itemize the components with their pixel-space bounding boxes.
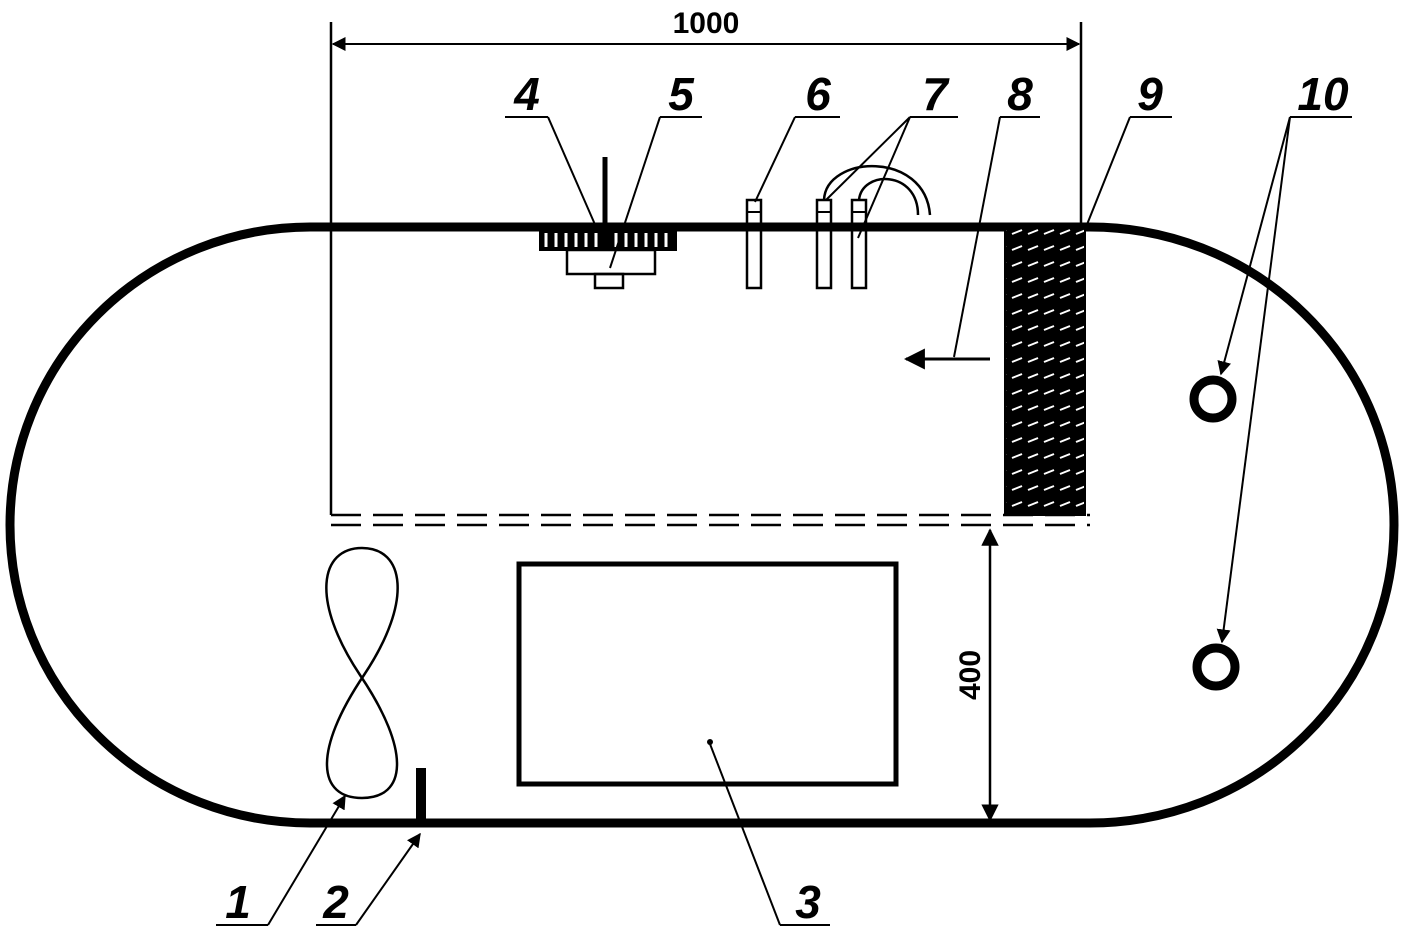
leader-6 <box>754 116 796 203</box>
ring-upper <box>1189 375 1237 423</box>
central-point <box>707 739 713 745</box>
height-dimension-label: 400 <box>954 650 987 700</box>
short-post <box>416 768 426 826</box>
leader-5 <box>609 116 661 269</box>
label-10: 10 <box>1297 68 1349 120</box>
width-dimension-label: 1000 <box>673 7 740 40</box>
leader-9 <box>1085 116 1131 228</box>
leader-3 <box>709 743 781 926</box>
leader-10b <box>1216 116 1291 644</box>
label-3: 3 <box>795 876 821 928</box>
leader-4 <box>547 116 601 237</box>
central-rectangle <box>516 561 899 787</box>
label-7: 7 <box>922 68 950 120</box>
label-1: 1 <box>225 876 251 928</box>
leader-10a <box>1217 116 1291 376</box>
leader-8 <box>953 116 1001 358</box>
label-9: 9 <box>1137 68 1163 120</box>
label-8: 8 <box>1007 68 1033 120</box>
label-4: 4 <box>513 68 540 120</box>
label-5: 5 <box>668 68 695 120</box>
label-2: 2 <box>322 876 349 928</box>
leader-7a <box>825 116 911 201</box>
leader-2 <box>355 832 421 926</box>
track-outline <box>5 222 1399 828</box>
posts-7 <box>815 164 932 290</box>
label-6: 6 <box>805 68 831 120</box>
figure-eight-loop <box>325 546 399 800</box>
apparatus-4-5 <box>539 157 677 290</box>
leader-1 <box>267 794 346 926</box>
post-6 <box>745 198 763 290</box>
ring-lower <box>1192 643 1240 691</box>
leader-7b <box>857 116 911 239</box>
hatched-block <box>1004 226 1086 516</box>
